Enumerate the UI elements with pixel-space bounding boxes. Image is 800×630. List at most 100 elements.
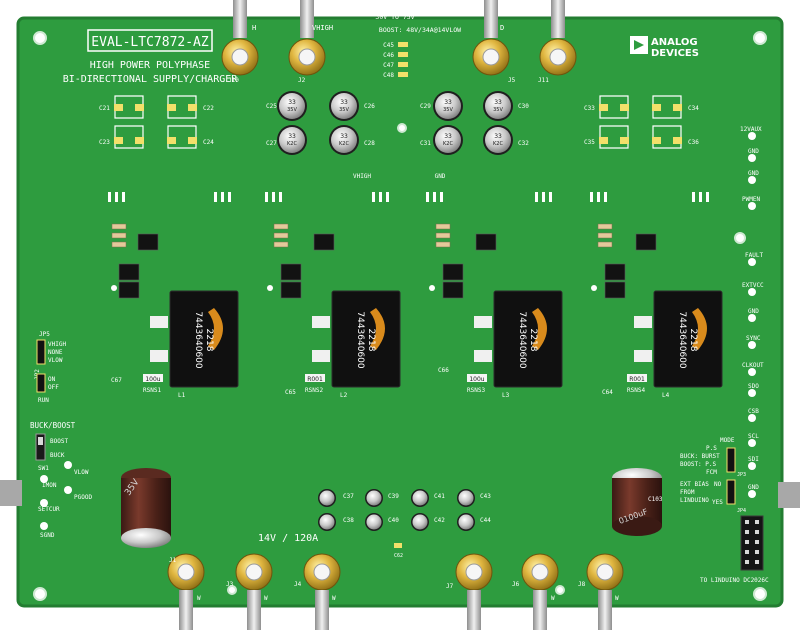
sgnd-test-point[interactable] [40, 522, 48, 530]
svg-text:K2C: K2C [287, 141, 297, 147]
svg-text:35V: 35V [287, 107, 297, 113]
svg-text:C64: C64 [602, 389, 613, 396]
svg-text:BOOST: BOOST [50, 438, 68, 445]
svg-text:2218: 2218 [528, 329, 538, 352]
svg-text:C33: C33 [584, 105, 595, 112]
svg-text:7443640600: 7443640600 [193, 311, 203, 369]
svg-text:C29: C29 [420, 103, 431, 110]
phase-component-rows [108, 192, 709, 299]
pgood-test-point[interactable] [64, 486, 72, 494]
top-connector-j11[interactable]: J11 [538, 0, 577, 84]
svg-text:VHIGH: VHIGH [312, 24, 333, 32]
svg-text:J10: J10 [228, 77, 239, 84]
mode-switch-title: BUCK/BOOST [30, 421, 76, 430]
svg-text:H: H [252, 24, 256, 32]
svg-text:C23: C23 [99, 139, 110, 146]
svg-text:7443640600: 7443640600 [355, 311, 365, 369]
board-title-block: EVAL-LTC7872-AZ HIGH POWER POLYPHASE BI-… [63, 29, 239, 85]
bottom-connector-j8[interactable]: J8 W [578, 553, 624, 630]
svg-text:7443640600: 7443640600 [677, 311, 687, 369]
svg-text:100u: 100u [469, 376, 484, 383]
board-subtitle-2: BI-DIRECTIONAL SUPPLY/CHARGER [63, 74, 239, 85]
bottom-connector-j4[interactable]: J4 W [294, 553, 341, 630]
svg-text:RSNS2: RSNS2 [305, 387, 323, 394]
inductor-l4: 7443640600 2218 L4 R001 RSNS4 [627, 290, 723, 399]
buck-boost-switch[interactable] [35, 433, 46, 461]
svg-text:NONE: NONE [48, 349, 63, 356]
svg-text:K2C: K2C [339, 141, 349, 147]
svg-text:RSNS4: RSNS4 [627, 387, 645, 394]
bottom-connector-j6[interactable]: J6 W [512, 553, 559, 630]
linduino-header[interactable] [740, 515, 764, 571]
svg-text:C39: C39 [388, 493, 399, 500]
svg-text:J6: J6 [512, 581, 520, 588]
svg-text:W: W [615, 595, 619, 602]
svg-text:FROM: FROM [680, 489, 695, 496]
svg-text:J2: J2 [298, 77, 306, 84]
top-connector-j2[interactable]: VHIGH J2 [288, 0, 333, 84]
svg-text:BOOST: P.S: BOOST: P.S [680, 461, 717, 468]
svg-text:CSB: CSB [748, 408, 759, 415]
svg-text:C37: C37 [343, 493, 354, 500]
svg-text:C66: C66 [438, 367, 449, 374]
svg-text:K2C: K2C [493, 141, 503, 147]
svg-text:C46: C46 [383, 52, 394, 59]
svg-text:12VAUX: 12VAUX [740, 126, 762, 133]
top-connector-j10[interactable]: H J10 [221, 0, 259, 84]
inductor-l3: 7443640600 2218 L3 100u RSNS3 [467, 290, 563, 399]
inductor-l2: 7443640600 2218 L2 R001 RSNS2 [305, 290, 401, 399]
svg-text:2218: 2218 [204, 329, 214, 352]
svg-text:EXTVCC: EXTVCC [742, 282, 764, 289]
svg-text:C27: C27 [266, 140, 277, 147]
svg-text:C35: C35 [584, 139, 595, 146]
jp5-jumper[interactable] [36, 339, 46, 365]
svg-text:BUCK: BURST: BUCK: BURST [680, 453, 720, 460]
input-spec-line-2: BOOST: 48V/34A@14VLOW [379, 26, 461, 34]
svg-text:L2: L2 [340, 392, 348, 399]
left-control-panel: JP5 VHIGH NONE VLOW JP2 ON OFF RUN BUCK/… [30, 331, 92, 539]
svg-text:RSNS3: RSNS3 [467, 387, 485, 394]
svg-text:SCL: SCL [748, 433, 759, 440]
svg-text:C47: C47 [383, 62, 394, 69]
svg-text:FCM: FCM [706, 469, 717, 476]
svg-text:NO: NO [714, 481, 722, 488]
svg-text:FAULT: FAULT [745, 252, 763, 259]
logo-line-2: DEVICES [651, 48, 699, 59]
svg-text:C65: C65 [285, 389, 296, 396]
svg-text:C42: C42 [434, 517, 445, 524]
svg-text:33: 33 [340, 99, 348, 106]
svg-text:L1: L1 [178, 392, 186, 399]
svg-text:33: 33 [444, 133, 452, 140]
svg-text:J7: J7 [446, 583, 454, 590]
svg-text:R001: R001 [307, 376, 323, 383]
svg-text:35V: 35V [443, 107, 453, 113]
svg-text:SGND: SGND [40, 532, 55, 539]
ext-bias-jumper[interactable] [726, 479, 736, 505]
vlow-test-point[interactable] [64, 461, 72, 469]
bottom-connector-j7[interactable]: J7 [446, 553, 493, 630]
run-jumper[interactable] [36, 373, 46, 393]
svg-text:RSNS1: RSNS1 [143, 387, 161, 394]
svg-text:VLOW: VLOW [48, 357, 63, 364]
svg-text:PGOOD: PGOOD [74, 494, 92, 501]
output-rating-label: 14V / 120A [258, 533, 318, 544]
imon-test-point[interactable] [40, 475, 48, 483]
mode-jumper[interactable] [726, 447, 736, 473]
svg-text:IMON: IMON [42, 482, 57, 489]
svg-text:100u: 100u [145, 376, 160, 383]
svg-text:C62: C62 [394, 553, 403, 559]
svg-text:GND: GND [748, 308, 759, 315]
svg-text:GND: GND [748, 148, 759, 155]
vhigh-label: VHIGH [353, 173, 371, 180]
top-connector-j5[interactable]: D J5 [472, 0, 516, 84]
svg-text:YES: YES [712, 499, 723, 506]
setcur-test-point[interactable] [40, 499, 48, 507]
svg-text:EXT BIAS: EXT BIAS [680, 481, 709, 488]
right-bulk-capacitor: 0100uF [612, 468, 662, 536]
svg-text:C44: C44 [480, 517, 491, 524]
bottom-connector-j1[interactable]: J1 W [167, 553, 205, 630]
bottom-connector-j3[interactable]: J3 W [226, 553, 273, 630]
svg-text:C28: C28 [364, 140, 375, 147]
svg-text:LINDUINO: LINDUINO [680, 497, 709, 504]
